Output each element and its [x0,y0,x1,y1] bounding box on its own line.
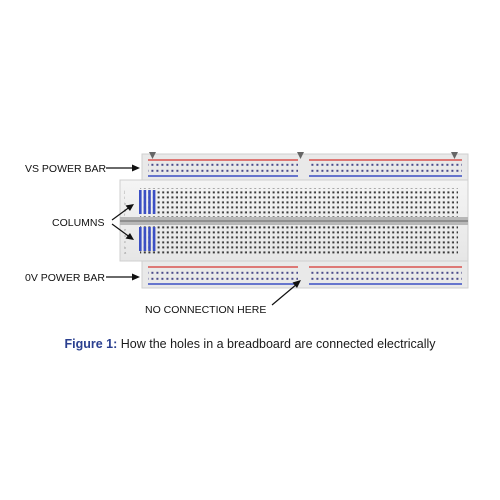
figure-caption-text: How the holes in a breadboard are connec… [117,337,436,351]
figure-number: Figure 1: [64,337,118,351]
figure-caption: Figure 1: How the holes in a breadboard … [0,337,500,351]
bottom-power-rail [141,260,469,289]
zero-v-power-bar-label: 0V POWER BAR [25,272,105,284]
svg-text:g: g [124,207,126,212]
svg-text:a: a [124,250,127,255]
top-power-rail [141,152,469,181]
highlighted-columns [139,190,156,251]
annotation-arrows [106,164,301,306]
columns-label: COLUMNS [52,217,105,229]
no-connection-arrow [271,283,298,306]
svg-text:i: i [124,195,125,200]
svg-text:h: h [124,201,126,206]
svg-text:c: c [124,239,126,244]
svg-text:e: e [124,227,127,232]
svg-text:b: b [124,245,127,250]
svg-text:f: f [124,212,126,217]
svg-text:j: j [123,189,125,194]
terminal-board: jih gf edc ba [119,179,469,262]
no-connection-label: NO CONNECTION HERE [145,304,266,316]
vs-power-bar-label: VS POWER BAR [25,163,107,175]
svg-text:d: d [124,233,126,238]
